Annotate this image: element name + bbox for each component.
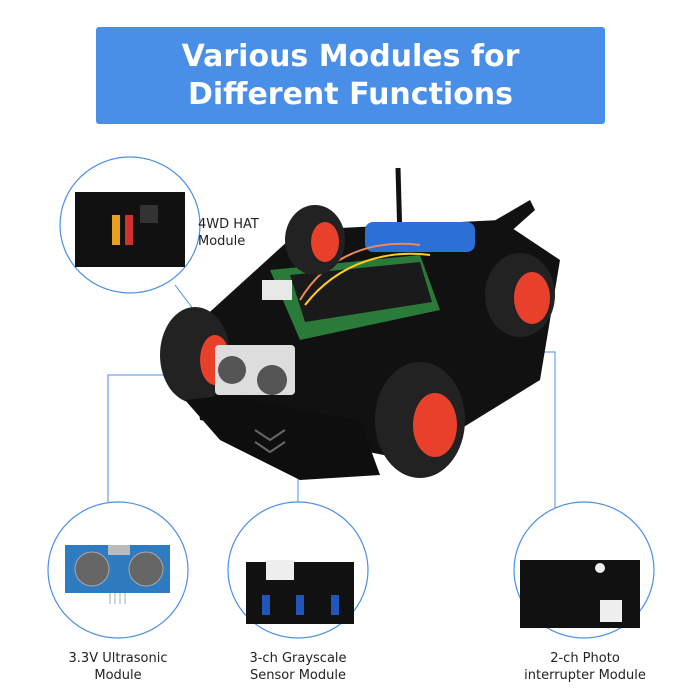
wheel xyxy=(375,362,465,478)
hat-board-image xyxy=(75,192,185,267)
ultrasonic-sensor xyxy=(215,345,295,395)
grayscale-image xyxy=(246,560,354,624)
title-banner: Various Modules for Different Functions xyxy=(96,27,605,124)
wheel xyxy=(285,205,345,275)
title: Various Modules for Different Functions xyxy=(181,38,520,112)
robot-car xyxy=(160,167,560,480)
wheel xyxy=(485,253,555,337)
ultrasonic-image xyxy=(65,545,170,604)
photo-interrupter-image xyxy=(520,560,640,628)
